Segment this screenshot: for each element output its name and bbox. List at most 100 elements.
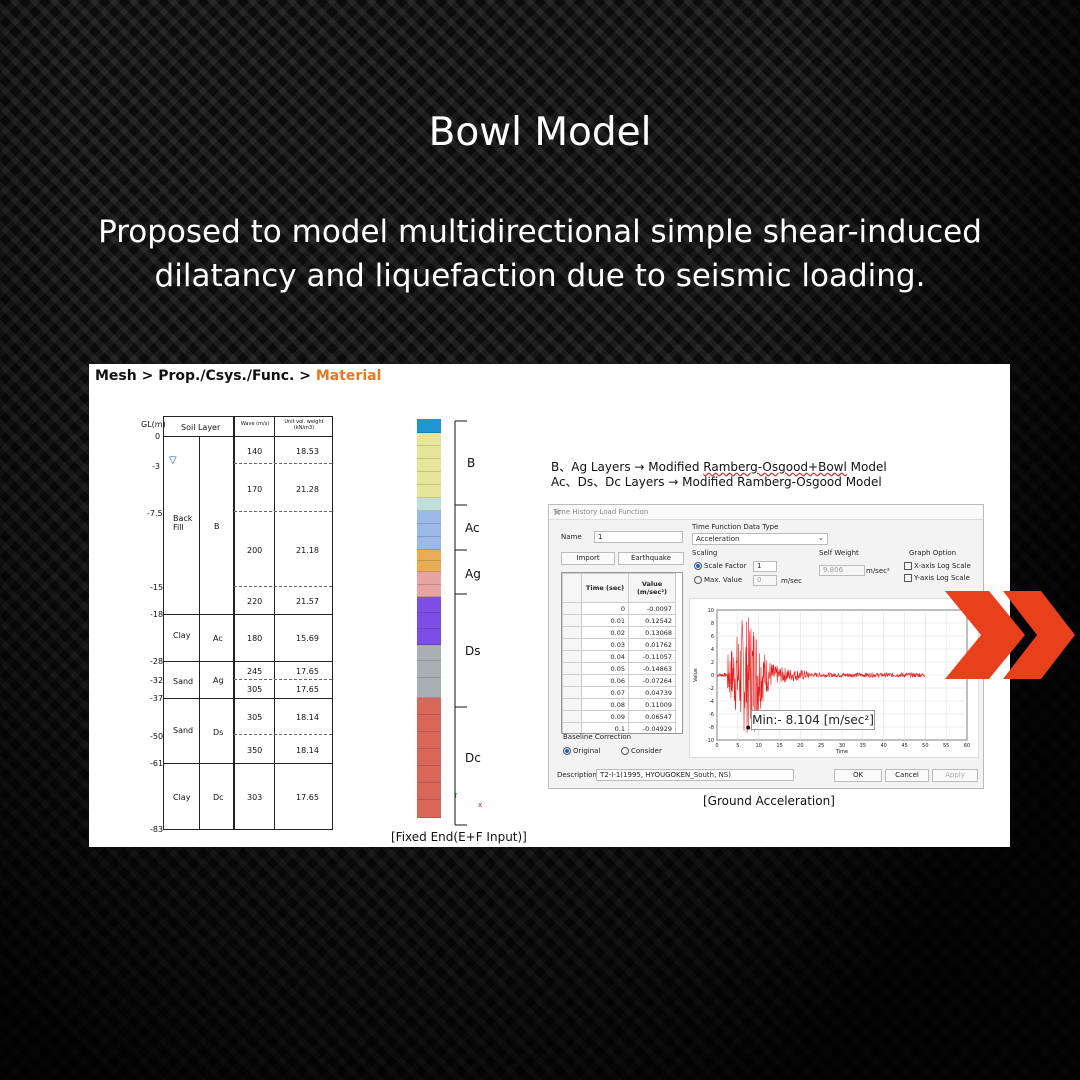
time-cell[interactable]: 0.07 bbox=[581, 686, 629, 699]
x-log-checkbox[interactable]: X-axis Log Scale bbox=[904, 562, 971, 570]
column-cell bbox=[417, 419, 441, 433]
depth-label: 0 bbox=[155, 432, 161, 441]
earthquake-button[interactable]: Earthquake bbox=[618, 552, 684, 565]
self-weight-input[interactable]: 9.806 bbox=[819, 565, 865, 576]
table-row[interactable]: 0-0.0097 bbox=[562, 602, 676, 615]
column-cell bbox=[417, 678, 441, 698]
max-value-radio[interactable]: Max. Value bbox=[694, 576, 742, 584]
time-cell[interactable]: 0.06 bbox=[581, 674, 629, 687]
value-cell[interactable]: 0.13068 bbox=[628, 626, 676, 639]
value-cell[interactable]: -0.04929 bbox=[628, 722, 676, 733]
breadcrumb-mesh[interactable]: Mesh bbox=[95, 368, 137, 384]
value-cell[interactable]: -0.0097 bbox=[628, 602, 676, 615]
dialog-titlebar: Time History Load Function ✕ bbox=[549, 505, 983, 520]
radio-checked-icon bbox=[563, 747, 571, 755]
value-cell[interactable]: 0.06547 bbox=[628, 710, 676, 723]
breadcrumb: Mesh > Prop./Csys./Func. > Material bbox=[95, 368, 381, 384]
scale-factor-input[interactable]: 1 bbox=[753, 561, 777, 572]
scale-factor-radio[interactable]: Scale Factor bbox=[694, 562, 747, 570]
ok-button[interactable]: OK bbox=[834, 769, 882, 782]
value-cell[interactable]: -0.07264 bbox=[628, 674, 676, 687]
row-index bbox=[562, 626, 582, 639]
annotation-line-2: Ac、Ds、Dc Layers → Modified Ramberg-Osgoo… bbox=[551, 475, 882, 489]
column-cell bbox=[417, 585, 441, 597]
data-type-label: Time Function Data Type bbox=[692, 523, 779, 531]
unit-value: 18.53 bbox=[296, 447, 319, 456]
data-type-select[interactable]: Acceleration ⌄ bbox=[692, 533, 828, 545]
wave-value: 245 bbox=[247, 667, 263, 676]
close-icon[interactable]: ✕ bbox=[553, 508, 562, 519]
next-arrow-icon[interactable] bbox=[945, 591, 1077, 681]
radio-unchecked-icon bbox=[694, 576, 702, 584]
y-tick-label: -6 bbox=[709, 712, 714, 718]
breadcrumb-material[interactable]: Material bbox=[315, 368, 382, 384]
column-label-ac: Ac bbox=[465, 521, 480, 535]
table-row[interactable]: 0.1-0.04929 bbox=[562, 722, 676, 733]
time-cell[interactable]: 0.04 bbox=[581, 650, 629, 663]
import-button[interactable]: Import bbox=[561, 552, 615, 565]
column-cell bbox=[417, 446, 441, 459]
time-cell[interactable]: 0.02 bbox=[581, 626, 629, 639]
table-row[interactable]: 0.06-0.07264 bbox=[562, 674, 676, 687]
dialog-title: Time History Load Function bbox=[553, 508, 649, 516]
column-label-ag: Ag bbox=[465, 567, 481, 581]
column-cell bbox=[417, 537, 441, 550]
value-cell[interactable]: 0.04739 bbox=[628, 686, 676, 699]
grid-head-value: Value (m/sec²) bbox=[628, 573, 676, 603]
y-axis-label: Value bbox=[693, 668, 699, 682]
description-input[interactable]: T2-I-1(1995, HYOUGOKEN_South, NS) bbox=[596, 769, 794, 781]
scale-factor-value: 1 bbox=[757, 562, 762, 570]
cancel-button[interactable]: Cancel bbox=[885, 769, 929, 782]
layer-name: Sand bbox=[173, 677, 194, 686]
value-cell[interactable]: -0.11057 bbox=[628, 650, 676, 663]
value-cell[interactable]: 0.11009 bbox=[628, 698, 676, 711]
depth-label: -32 bbox=[150, 676, 164, 685]
column-cell bbox=[417, 459, 441, 472]
time-cell[interactable]: 0.01 bbox=[581, 614, 629, 627]
grid-header-row: Time (sec) Value (m/sec²) bbox=[562, 573, 676, 603]
value-cell[interactable]: -0.14863 bbox=[628, 662, 676, 675]
time-cell[interactable]: 0.09 bbox=[581, 710, 629, 723]
value-cell[interactable]: 0.12542 bbox=[628, 614, 676, 627]
axis-triad-icon: ↑ bbox=[453, 792, 459, 800]
self-weight-value: 9.806 bbox=[823, 566, 844, 574]
name-input[interactable]: 1 bbox=[594, 531, 683, 543]
depth-label: -61 bbox=[150, 759, 164, 768]
consider-radio[interactable]: Consider bbox=[621, 747, 662, 755]
description-value: T2-I-1(1995, HYOUGOKEN_South, NS) bbox=[600, 771, 731, 779]
y-log-checkbox[interactable]: Y-axis Log Scale bbox=[904, 574, 970, 582]
breadcrumb-prop[interactable]: Prop./Csys./Func. bbox=[158, 368, 295, 384]
value-cell[interactable]: 0.01762 bbox=[628, 638, 676, 651]
original-radio[interactable]: Original bbox=[563, 747, 600, 755]
table-row[interactable]: 0.05-0.14863 bbox=[562, 662, 676, 675]
table-row[interactable]: 0.04-0.11057 bbox=[562, 650, 676, 663]
time-cell[interactable]: 0 bbox=[581, 602, 629, 615]
time-cell[interactable]: 0.08 bbox=[581, 698, 629, 711]
col-header-wave: Wave (m/s) bbox=[240, 421, 270, 427]
row-index bbox=[562, 698, 582, 711]
x-tick-label: 35 bbox=[860, 743, 866, 749]
column-label-dc: Dc bbox=[465, 751, 481, 765]
column-cell bbox=[417, 524, 441, 537]
column-cell bbox=[417, 561, 441, 572]
max-value-input[interactable]: 0 bbox=[753, 575, 777, 586]
y-tick-label: -4 bbox=[709, 699, 714, 705]
column-cell bbox=[417, 597, 441, 613]
layer-name: Sand bbox=[173, 726, 194, 735]
time-cell[interactable]: 0.03 bbox=[581, 638, 629, 651]
wave-value: 170 bbox=[247, 485, 263, 494]
unit-value: 15.69 bbox=[296, 634, 319, 643]
wave-value: 350 bbox=[247, 746, 263, 755]
subtitle-line-2: dilatancy and liquefaction due to seismi… bbox=[154, 258, 926, 294]
apply-button[interactable]: Apply bbox=[932, 769, 978, 782]
time-cell[interactable]: 0.05 bbox=[581, 662, 629, 675]
row-index bbox=[562, 662, 582, 675]
